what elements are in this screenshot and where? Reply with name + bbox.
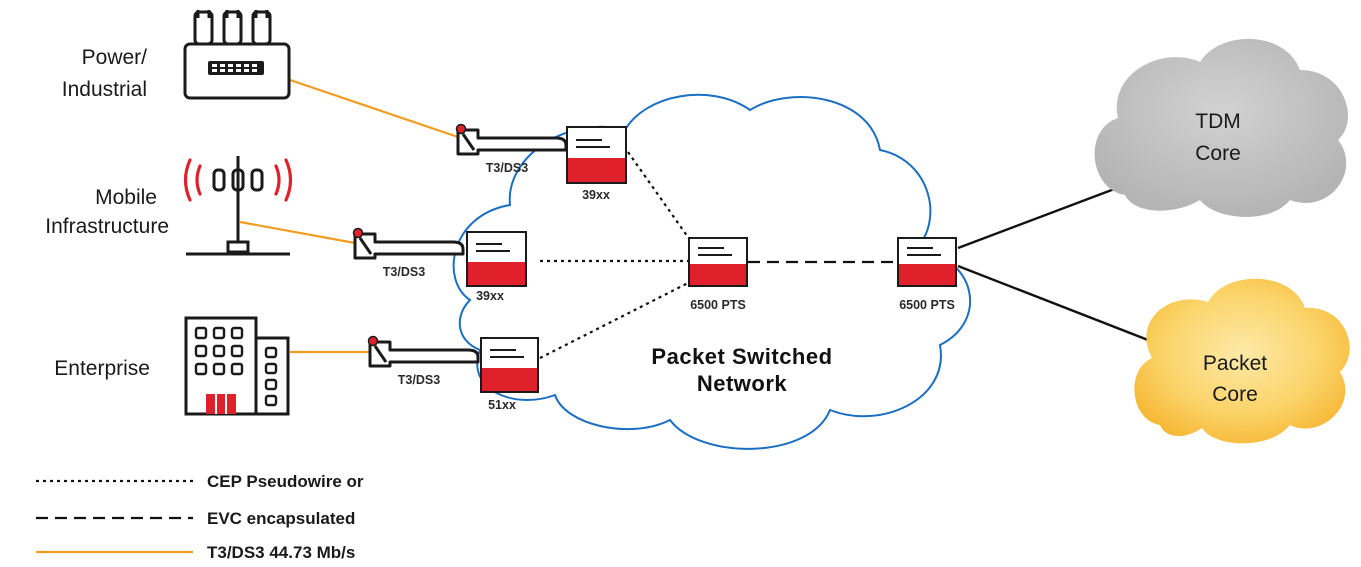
network-label-line1: Packet Switched xyxy=(651,344,832,369)
t3ds3-module-bottom: T3/DS3 xyxy=(367,335,480,387)
t3ds3-label-bottom: T3/DS3 xyxy=(398,373,440,387)
power-label-line1: Power/ xyxy=(82,46,148,69)
packet-core-line2: Core xyxy=(1212,383,1258,406)
tdm-core-line2: Core xyxy=(1195,142,1241,165)
packet-core-line1: Packet xyxy=(1203,352,1267,375)
device-39xx-middle-label: 39xx xyxy=(476,289,504,303)
network-label-line2: Network xyxy=(697,371,788,396)
device-6500-pts-2: 6500 PTS xyxy=(897,237,957,312)
legend-dashed-label: EVC encapsulated xyxy=(207,509,355,528)
link-pts2-to-packet xyxy=(957,264,1149,342)
link-mobile-to-module xyxy=(239,220,356,245)
packet-core-cloud: Packet Core xyxy=(1134,278,1350,444)
pts-2-label: 6500 PTS xyxy=(899,298,955,312)
device-39xx-top: 39xx xyxy=(566,126,627,202)
legend-dotted-label: CEP Pseudowire or xyxy=(207,472,364,491)
power-industrial-icon xyxy=(183,10,291,100)
device-6500-pts-1: 6500 PTS xyxy=(688,237,748,312)
link-pts2-to-tdm xyxy=(957,186,1118,250)
mobile-label-line1: Mobile xyxy=(95,186,157,209)
tdm-core-line1: TDM xyxy=(1195,110,1241,133)
t3ds3-label-top: T3/DS3 xyxy=(486,161,528,175)
building-icon xyxy=(184,316,290,416)
device-51xx: 51xx xyxy=(480,337,539,412)
antenna-tower-icon xyxy=(183,156,293,256)
link-power-to-module xyxy=(289,78,459,139)
t3ds3-module-top: T3/DS3 xyxy=(455,123,568,175)
orange-links xyxy=(239,78,459,354)
device-39xx-top-label: 39xx xyxy=(582,188,610,202)
core-links xyxy=(957,186,1149,342)
legend-solid-label: T3/DS3 44.73 Mb/s xyxy=(207,543,355,562)
tdm-core-cloud: TDM Core xyxy=(1094,38,1349,217)
device-39xx-middle: 39xx xyxy=(466,231,527,303)
enterprise-label: Enterprise xyxy=(54,357,150,380)
power-label-line2: Industrial xyxy=(62,78,147,101)
t3ds3-module-middle: T3/DS3 xyxy=(352,227,465,279)
legend: CEP Pseudowire or EVC encapsulated T3/DS… xyxy=(36,472,364,562)
device-51xx-label: 51xx xyxy=(488,398,516,412)
pts-1-label: 6500 PTS xyxy=(690,298,746,312)
t3ds3-label-middle: T3/DS3 xyxy=(383,265,425,279)
mobile-label-line2: Infrastructure xyxy=(45,215,169,238)
